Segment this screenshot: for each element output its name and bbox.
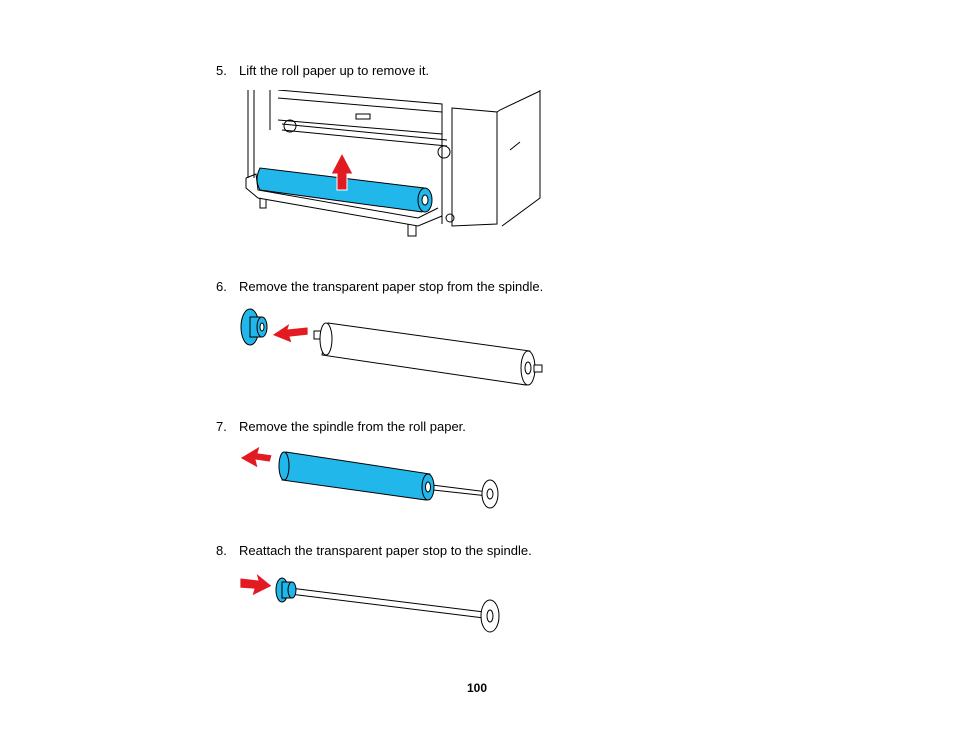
- roll-paper: [313, 322, 543, 386]
- step-7: 7. Remove the spindle from the roll paper…: [216, 419, 466, 435]
- spindle-flange: [481, 479, 499, 509]
- roll-paper: [278, 451, 435, 501]
- step-text: Lift the roll paper up to remove it.: [239, 63, 430, 78]
- paper-stop-removal-illustration: [240, 308, 543, 386]
- step-6: 6. Remove the transparent paper stop from…: [216, 279, 543, 295]
- step-text: Reattach the transparent paper stop to t…: [239, 543, 532, 558]
- step-number: 7.: [216, 419, 227, 434]
- step-text: Remove the spindle from the roll paper.: [239, 419, 466, 434]
- step-5: 5. Lift the roll paper up to remove it.: [216, 63, 429, 79]
- step-text: Remove the transparent paper stop from t…: [239, 279, 544, 294]
- arrow-left-icon: [271, 322, 309, 344]
- paper-stop: [275, 577, 297, 603]
- step-number: 6.: [216, 279, 227, 294]
- spindle-removal-illustration: [239, 445, 499, 509]
- printer-roll-lift-illustration: [245, 90, 541, 237]
- arrow-right-icon: [239, 571, 273, 597]
- arrow-left-icon: [239, 445, 273, 469]
- step-number: 5.: [216, 63, 227, 78]
- page-number: 100: [466, 681, 488, 695]
- step-8: 8. Reattach the transparent paper stop to…: [216, 543, 532, 559]
- spindle-flange: [480, 599, 500, 633]
- paper-stop-reattach-illustration: [239, 571, 500, 633]
- paper-stop: [240, 308, 268, 346]
- step-number: 8.: [216, 543, 227, 558]
